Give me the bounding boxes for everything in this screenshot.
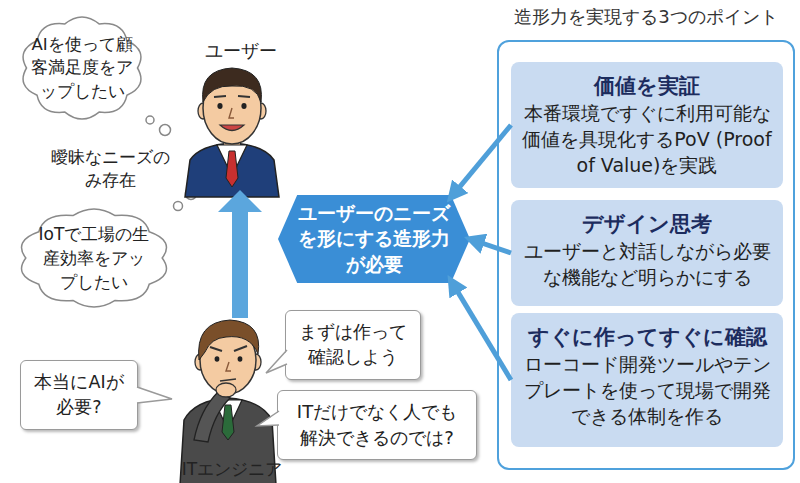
engineer-figure [210,346,247,351]
user-figure [226,151,238,187]
panel-heading: 造形力を実現する3つのポイント [499,5,793,29]
node-text: まずは作って確認しよう [297,320,409,370]
engineer-figure [226,362,231,371]
thought-dots [160,125,171,136]
thought-dots [174,202,183,211]
cloud-outline [23,17,141,119]
speech-tail [257,411,280,426]
box-body: ローコード開発ツールやテンプレートを使って現場で開発できる体制を作る [522,351,772,429]
user-figure [185,68,279,197]
box-heading: デザイン思考 [582,210,712,238]
user-figure [220,125,244,131]
user-figure [241,103,246,109]
node-text: 本当にAIが必要? [32,370,127,420]
engineer-figure [238,356,243,362]
engineer-figure [194,392,230,442]
speech-bubble: ITだけでなく人でも解決できるのでは? [277,390,477,460]
connector-arrow [451,125,511,198]
node-text: IoTで工場の生産効率をアップしたい [36,222,152,294]
user-figure [203,68,262,102]
user-figure [217,103,222,109]
thought-cloud: IoTで工場の生産効率をアップしたい [16,206,172,310]
points-panel: 造形力を実現する3つのポイント価値を実証本番環境ですぐに利用可能な価値を具現化す… [497,40,795,470]
user-figure [185,143,279,197]
node-text: ITだけでなく人でも解決できるのでは? [290,399,464,450]
engineer-figure [216,383,236,397]
thought-cloud: AIを使って顧客満足度をアップしたい [18,14,146,122]
hexagon-box: ユーザーのニーズを形にする造形力が必要 [278,195,470,283]
node-text: ユーザーのニーズを形にする造形力が必要 [294,201,454,276]
speech-tail [266,350,288,373]
speech-tail [266,350,287,373]
text-label: ITエンジニア [172,458,292,482]
engineer-figure [220,379,236,381]
speech-tail [136,350,288,426]
user-figure [229,108,234,118]
cloud-outline [22,209,167,307]
up-arrow [218,190,262,212]
speech-tail [136,387,172,403]
connector-arrow [451,280,511,380]
text-label: ユーザー [196,38,286,63]
connector-arrow [470,239,511,253]
box-heading: すぐに作ってすぐに確認 [528,323,767,351]
node-text: AIを使って顧客満足度をアップしたい [31,33,133,103]
thought-dots [146,116,154,124]
up-arrow [232,210,248,318]
point-box: 価値を実証本番環境ですぐに利用可能な価値を具現化するPoV (Proof of … [511,62,783,188]
speech-bubble: まずは作って確認しよう [285,310,421,380]
up-arrow [218,190,262,318]
box-body: ユーザーと対話しながら必要な機能など明らかにする [522,238,772,290]
box-heading: 価値を実証 [594,72,700,100]
engineer-figure [199,320,259,360]
speech-bubble: 本当にAIが必要? [20,360,138,430]
text-label: 曖昧なニーズのみ存在 [48,146,172,192]
engineer-figure [180,320,276,483]
user-figure [214,96,250,97]
hexagon-outline [278,195,470,283]
speech-tail [257,411,279,426]
engineer-figure [215,356,220,362]
engineer-figure [222,405,234,440]
box-body: 本番環境ですぐに利用可能な価値を具現化するPoV (Proof of Value… [522,100,772,178]
speech-tail [137,387,172,403]
point-box: デザイン思考ユーザーと対話しながら必要な機能など明らかにする [511,200,783,306]
point-box: すぐに作ってすぐに確認ローコード開発ツールやテンプレートを使って現場で開発できる… [511,313,783,447]
